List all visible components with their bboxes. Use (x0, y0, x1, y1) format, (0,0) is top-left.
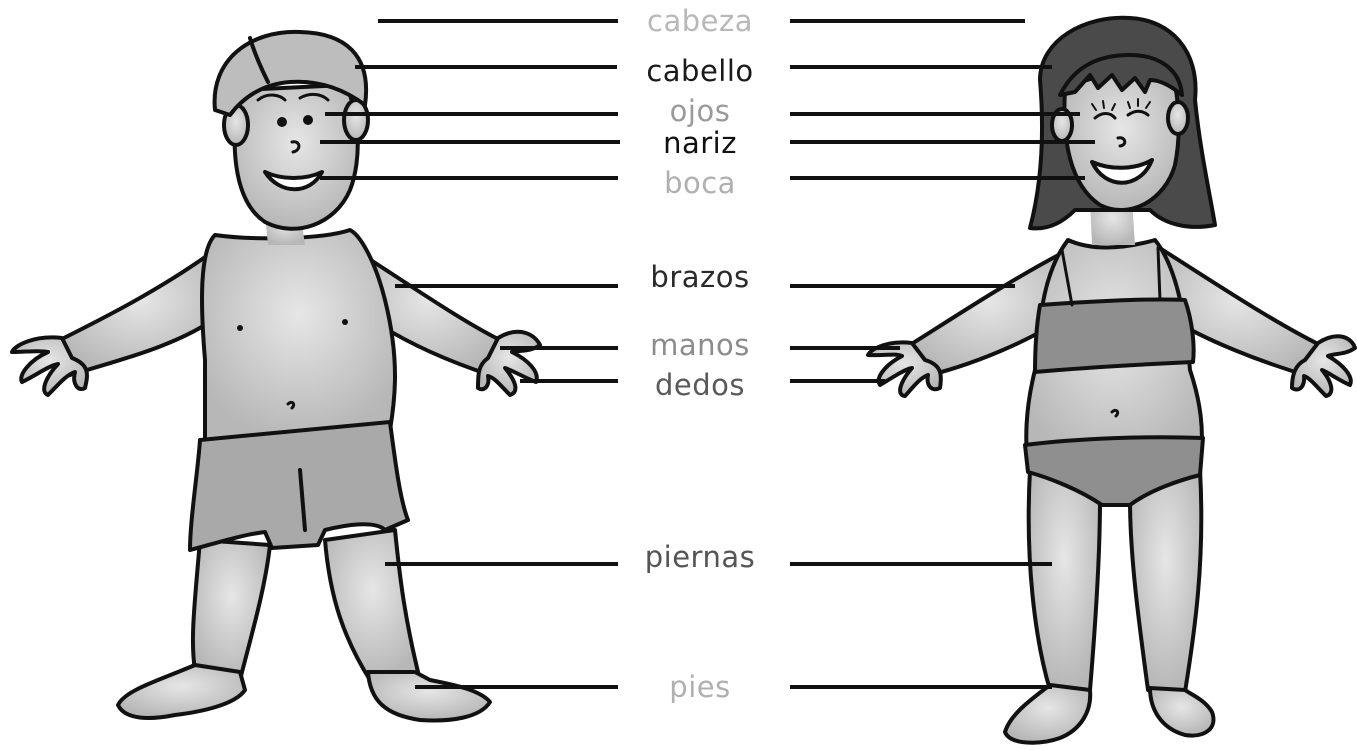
girl-swimsuit-top (1033, 297, 1196, 374)
lead-boca-left (320, 176, 618, 180)
lead-nariz-right (790, 140, 1095, 144)
label-cabeza: cabeza (647, 4, 753, 38)
label-pies: pies (669, 670, 731, 704)
lead-cabello-left (355, 65, 617, 69)
girl-right-leg (1128, 468, 1204, 694)
boy-left-hand (10, 335, 89, 397)
label-cabello: cabello (646, 54, 754, 88)
girl-left-hand (866, 340, 943, 398)
lead-brazos-right (790, 284, 1015, 288)
lead-manos-left (500, 346, 618, 350)
girl-left-foot (1003, 683, 1093, 745)
boy-torso (200, 228, 397, 442)
lead-brazos-left (395, 284, 618, 288)
label-ojos: ojos (669, 94, 731, 128)
lead-dedos-left (520, 379, 618, 383)
girl-right-foot (1148, 686, 1216, 738)
lead-piernas-left (385, 562, 618, 566)
lead-boca-right (790, 176, 1085, 180)
label-boca: boca (664, 166, 736, 200)
lead-cabeza-right (790, 19, 1025, 23)
lead-cabeza-left (378, 19, 618, 23)
label-piernas: piernas (644, 540, 756, 574)
label-brazos: brazos (650, 260, 750, 294)
girl-left-leg (1026, 468, 1102, 692)
girl-right-hand (1290, 334, 1357, 398)
boy-hair (212, 29, 369, 117)
label-dedos: dedos (654, 368, 745, 402)
boy-left-foot (116, 663, 247, 720)
lead-pies-right (790, 685, 1052, 689)
lead-cabello-right (790, 65, 1052, 69)
lead-ojos-right (790, 112, 1080, 116)
boy-shorts (188, 420, 410, 552)
lead-piernas-right (790, 562, 1052, 566)
lead-manos-right (790, 346, 900, 350)
label-manos: manos (650, 328, 750, 362)
girl-swimsuit-bottom (1023, 435, 1205, 507)
lead-ojos-left (325, 112, 618, 116)
lead-pies-left (415, 685, 618, 689)
lead-dedos-right (790, 379, 885, 383)
lead-nariz-left (320, 140, 620, 144)
label-nariz: nariz (663, 126, 737, 160)
